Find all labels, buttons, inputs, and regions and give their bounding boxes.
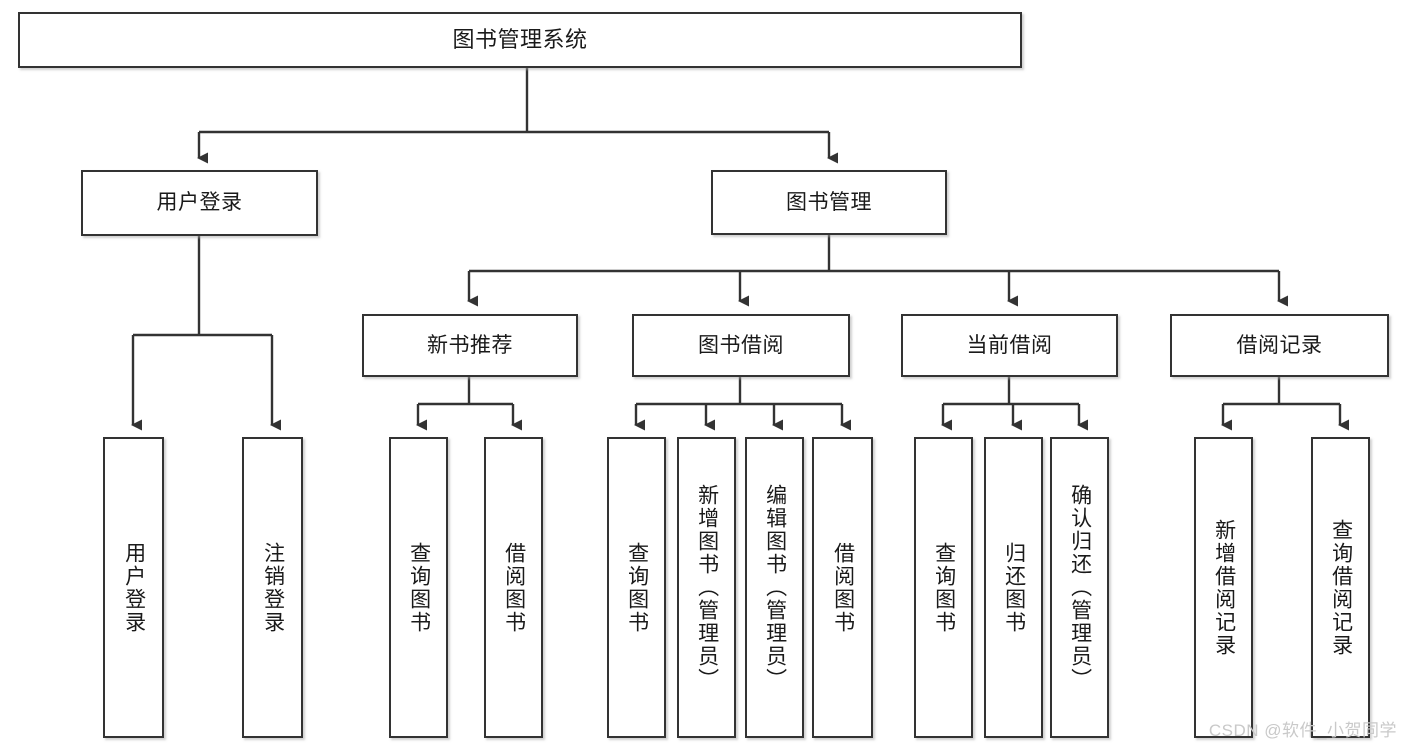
leaf-edit-book-admin[interactable]: 编辑图书（管理员） xyxy=(745,437,804,738)
node-label: 查询图书 xyxy=(932,541,956,634)
node-label: 图书管理系统 xyxy=(452,26,588,52)
node-label: 新增借阅记录 xyxy=(1212,518,1236,657)
watermark-text: CSDN @软件_小贺同学 xyxy=(1208,721,1397,740)
node-label: 编辑图书（管理员） xyxy=(763,484,787,691)
leaf-borrow-book-1[interactable]: 借阅图书 xyxy=(484,437,543,738)
node-label: 确认归还（管理员） xyxy=(1068,484,1092,691)
node-book-manage[interactable]: 图书管理 xyxy=(711,170,947,235)
node-label: 查询借阅记录 xyxy=(1329,518,1353,657)
leaf-borrow-book-2[interactable]: 借阅图书 xyxy=(812,437,873,738)
leaf-return-book[interactable]: 归还图书 xyxy=(984,437,1043,738)
node-label: 新书推荐 xyxy=(427,333,513,357)
node-label: 当前借阅 xyxy=(966,333,1053,357)
node-label: 用户登录 xyxy=(156,191,243,215)
node-book-management-system[interactable]: 图书管理系统 xyxy=(18,12,1022,68)
leaf-add-book-admin[interactable]: 新增图书（管理员） xyxy=(677,437,736,738)
node-label: 新增图书（管理员） xyxy=(695,484,719,691)
node-label: 归还图书 xyxy=(1002,541,1026,634)
leaf-user-login[interactable]: 用户登录 xyxy=(103,437,164,738)
node-borrow-record[interactable]: 借阅记录 xyxy=(1170,314,1389,377)
leaf-query-book-3[interactable]: 查询图书 xyxy=(914,437,973,738)
leaf-query-book-2[interactable]: 查询图书 xyxy=(607,437,666,738)
node-label: 注销登录 xyxy=(261,541,285,634)
leaf-query-borrow-record[interactable]: 查询借阅记录 xyxy=(1311,437,1370,738)
node-label: 图书管理 xyxy=(786,190,872,214)
node-label: 借阅图书 xyxy=(502,541,526,634)
node-label: 用户登录 xyxy=(122,541,146,634)
node-label: 图书借阅 xyxy=(698,333,784,357)
node-label: 借阅记录 xyxy=(1236,333,1323,357)
node-new-book-recommend[interactable]: 新书推荐 xyxy=(362,314,578,377)
node-current-borrow[interactable]: 当前借阅 xyxy=(901,314,1118,377)
node-label: 借阅图书 xyxy=(831,541,855,634)
node-book-borrow[interactable]: 图书借阅 xyxy=(632,314,850,377)
leaf-add-borrow-record[interactable]: 新增借阅记录 xyxy=(1194,437,1253,738)
leaf-confirm-return-admin[interactable]: 确认归还（管理员） xyxy=(1050,437,1109,738)
node-label: 查询图书 xyxy=(625,541,649,634)
leaf-logout-login[interactable]: 注销登录 xyxy=(242,437,303,738)
leaf-query-book-1[interactable]: 查询图书 xyxy=(389,437,448,738)
node-user-login[interactable]: 用户登录 xyxy=(81,170,318,236)
node-label: 查询图书 xyxy=(407,541,431,634)
